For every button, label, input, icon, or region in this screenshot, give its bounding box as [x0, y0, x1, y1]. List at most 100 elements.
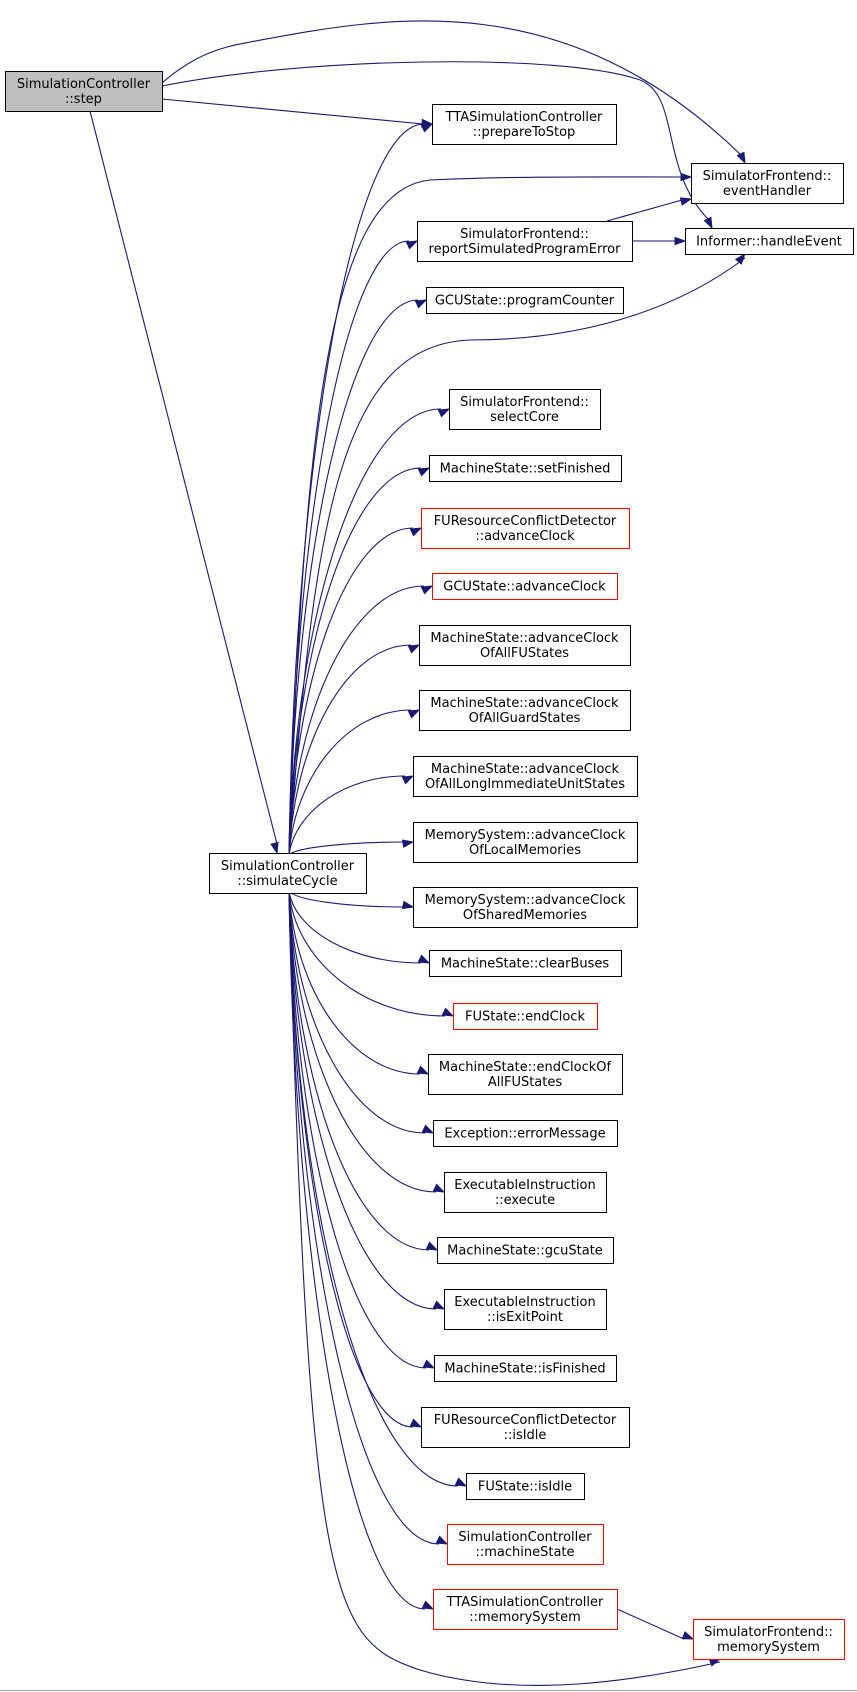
node-gcuState[interactable]: MachineState::gcuState: [437, 1237, 614, 1264]
edge-arrowhead: [435, 1535, 449, 1545]
edge-simulateCycle-to-handleEvent: [288, 252, 746, 856]
edge-reportError-to-eventHandler: [606, 197, 693, 222]
node-prepareToStop[interactable]: TTASimulationController::prepareToStop: [432, 104, 617, 145]
node-label-line: FUResourceConflictDetector: [434, 1413, 617, 1428]
edge-arrowhead: [432, 1300, 446, 1310]
edge-arrowhead: [674, 236, 687, 246]
node-box: [432, 573, 618, 600]
node-programCounter[interactable]: GCUState::programCounter: [426, 287, 624, 314]
edge-simulateCycle-to-advFU: [288, 644, 421, 856]
node-ttaMemSys[interactable]: TTASimulationController::memorySystem: [433, 1589, 618, 1630]
node-machineState[interactable]: SimulationController::machineState: [447, 1524, 604, 1565]
node-label-line: ::memorySystem: [469, 1610, 581, 1625]
edge-step-to-simulateCycle: [89, 110, 279, 855]
edge-simulateCycle-to-endClockAll: [288, 890, 430, 1075]
nodes-layer: SimulationController::stepSimulationCont…: [5, 71, 854, 1660]
node-label-line: GCUState::advanceClock: [443, 580, 606, 595]
edge-simulateCycle-to-fuStateIsIdle: [288, 890, 468, 1487]
node-label-line: SimulationController: [221, 859, 355, 874]
node-label-line: TTASimulationController: [445, 110, 603, 125]
node-setFinished[interactable]: MachineState::setFinished: [429, 455, 622, 482]
node-errorMessage[interactable]: Exception::errorMessage: [433, 1120, 618, 1147]
edge-simulateCycle-to-fuIsIdle: [288, 890, 423, 1428]
edge-arrowhead: [417, 954, 431, 964]
edge-simulateCycle-to-selectCore: [288, 408, 451, 856]
edge-simulateCycle-to-advGuard: [288, 709, 421, 856]
node-box: [419, 690, 631, 731]
edge-line: [616, 1608, 685, 1640]
node-label-line: ExecutableInstruction: [454, 1178, 595, 1193]
node-label-line: FUState::isIdle: [478, 1480, 572, 1495]
edge-step-to-handleEvent: [161, 61, 713, 230]
edge-step-to-eventHandler: [161, 20, 746, 165]
node-advLIU[interactable]: MachineState::advanceClockOfAllLongImmed…: [413, 756, 638, 797]
edge-line: [288, 527, 414, 856]
node-isFinished[interactable]: MachineState::isFinished: [434, 1355, 617, 1382]
node-label-line: ::step: [65, 92, 102, 107]
edge-line: [288, 585, 425, 856]
edge-simulateCycle-to-isFinished: [288, 890, 436, 1369]
edge-arrowhead: [421, 1124, 435, 1134]
node-label-line: ::prepareToStop: [473, 125, 576, 140]
node-label-line: MachineState::endClockOf: [439, 1060, 612, 1075]
node-box: [444, 1289, 607, 1330]
node-advGuard[interactable]: MachineState::advanceClockOfAllGuardStat…: [419, 690, 631, 731]
edge-arrowhead: [409, 1418, 423, 1428]
node-label-line: SimulatorFrontend::: [704, 1625, 833, 1640]
node-label-line: ::simulateCycle: [237, 874, 337, 889]
edge-simulateCycle-to-gcuState: [288, 890, 439, 1251]
edge-arrowhead: [432, 1183, 446, 1193]
node-box: [691, 163, 844, 204]
node-box: [421, 508, 630, 549]
node-step[interactable]: SimulationController::step: [5, 71, 163, 112]
edge-reportError-to-handleEvent: [632, 236, 687, 246]
edge-arrowhead: [270, 841, 279, 855]
node-label-line: memorySystem: [717, 1640, 820, 1655]
node-selectCore[interactable]: SimulatorFrontend::selectCore: [449, 389, 601, 430]
edge-line: [288, 123, 425, 856]
edge-line: [161, 61, 709, 220]
node-gcuAdvanceClock[interactable]: GCUState::advanceClock: [432, 573, 618, 600]
node-advShared[interactable]: MemorySystem::advanceClockOfSharedMemori…: [413, 887, 638, 928]
node-label-line: SimulationController: [17, 77, 151, 92]
edge-line: [288, 890, 421, 1075]
edge-line: [89, 110, 278, 845]
node-box: [444, 1172, 607, 1213]
edge-arrowhead: [703, 216, 713, 230]
node-box: [685, 228, 854, 255]
edge-ttaMemSys-to-frontMemSys: [616, 1608, 695, 1640]
node-handleEvent[interactable]: Informer::handleEvent: [685, 228, 854, 255]
node-simulateCycle[interactable]: SimulationController::simulateCycle: [209, 853, 367, 894]
node-label-line: eventHandler: [723, 184, 812, 199]
node-eventHandler[interactable]: SimulatorFrontend::eventHandler: [691, 163, 844, 204]
node-clearBuses[interactable]: MachineState::clearBuses: [429, 950, 622, 977]
node-fuAdvanceClock[interactable]: FUResourceConflictDetector::advanceClock: [421, 508, 630, 549]
edge-simulateCycle-to-fuAdvanceClock: [288, 527, 423, 856]
node-execute[interactable]: ExecutableInstruction::execute: [444, 1172, 607, 1213]
node-isExitPoint[interactable]: ExecutableInstruction::isExitPoint: [444, 1289, 607, 1330]
edge-line: [288, 775, 406, 856]
node-label-line: OfAllGuardStates: [469, 711, 581, 726]
edge-line: [161, 20, 741, 155]
node-frontMemSys[interactable]: SimulatorFrontend::memorySystem: [693, 1619, 845, 1660]
node-fuStateIsIdle[interactable]: FUState::isIdle: [466, 1473, 585, 1500]
node-box: [429, 455, 622, 482]
node-advLocal[interactable]: MemorySystem::advanceClockOfLocalMemorie…: [413, 822, 638, 863]
edge-line: [288, 408, 442, 856]
node-fuEndClock[interactable]: FUState::endClock: [453, 1003, 598, 1030]
node-fuIsIdle[interactable]: FUResourceConflictDetector::isIdle: [421, 1407, 630, 1448]
node-label-line: ::execute: [495, 1193, 555, 1208]
node-box: [433, 1589, 618, 1630]
node-box: [417, 221, 633, 262]
edge-simulateCycle-to-execute: [288, 890, 446, 1193]
node-box: [413, 756, 638, 797]
node-reportError[interactable]: SimulatorFrontend::reportSimulatedProgra…: [417, 221, 633, 262]
node-label-line: SimulationController: [458, 1530, 592, 1545]
node-label-line: SimulatorFrontend::: [703, 169, 832, 184]
edge-simulateCycle-to-reportError: [288, 240, 419, 856]
edges-layer: [89, 20, 746, 1686]
edge-line: [288, 240, 410, 856]
